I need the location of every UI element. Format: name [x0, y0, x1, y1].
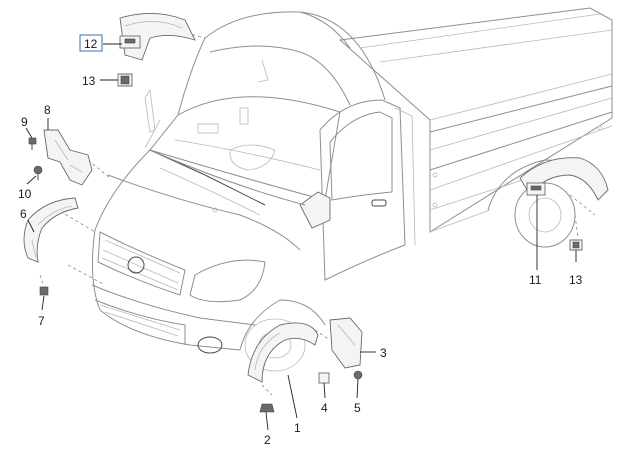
- part-5-nut: [353, 370, 363, 380]
- callout-13-top: 13: [82, 74, 96, 88]
- part-4-clip: [318, 372, 330, 384]
- cab: [144, 11, 416, 281]
- leader-lines: [25, 43, 577, 431]
- front-fascia: [91, 149, 306, 354]
- part-3-front-mudflap: [329, 317, 363, 369]
- callout-12-box: [79, 34, 103, 52]
- callout-6: 6: [20, 207, 27, 221]
- guide-front-screw: [261, 384, 273, 396]
- part-11-rear-liner: [519, 157, 609, 201]
- guide-rear-liner: [569, 194, 596, 216]
- callout-5: 5: [354, 401, 361, 415]
- part-12-wheel-liner: [119, 13, 196, 61]
- callout-3: 3: [380, 346, 387, 360]
- part-1-front-liner: [247, 322, 319, 383]
- callout-11: 11: [529, 273, 542, 287]
- callout-4: 4: [321, 401, 328, 415]
- callout-8: 8: [44, 103, 51, 117]
- guide-front-left-2: [67, 264, 106, 286]
- guide-top-liner: [174, 29, 206, 39]
- truck-illustration: [39, 7, 613, 396]
- part-2-screw: [259, 403, 275, 413]
- callout-7: 7: [38, 314, 45, 328]
- callouts: 12 13 9 8 10 6 7 1 2 3 4 5 11 13: [18, 34, 583, 447]
- callout-10: 10: [18, 187, 32, 201]
- part-8-mudflap: [43, 129, 93, 186]
- part-6-front-liner: [23, 197, 79, 263]
- callout-12: 12: [84, 37, 98, 51]
- guide-mudflap: [87, 159, 111, 179]
- callout-9: 9: [21, 115, 28, 129]
- guide-rear-screw: [574, 214, 579, 239]
- callout-1: 1: [294, 421, 301, 435]
- callout-2: 2: [264, 433, 271, 447]
- part-7-screw: [39, 286, 49, 296]
- cargo-bed: [338, 7, 613, 233]
- callout-13-rear: 13: [569, 273, 583, 287]
- part-9-bolt: [28, 137, 37, 150]
- part-13-screw-top: [117, 73, 133, 87]
- part-13-screw-rear: [569, 239, 583, 251]
- part-10-clip: [33, 165, 43, 180]
